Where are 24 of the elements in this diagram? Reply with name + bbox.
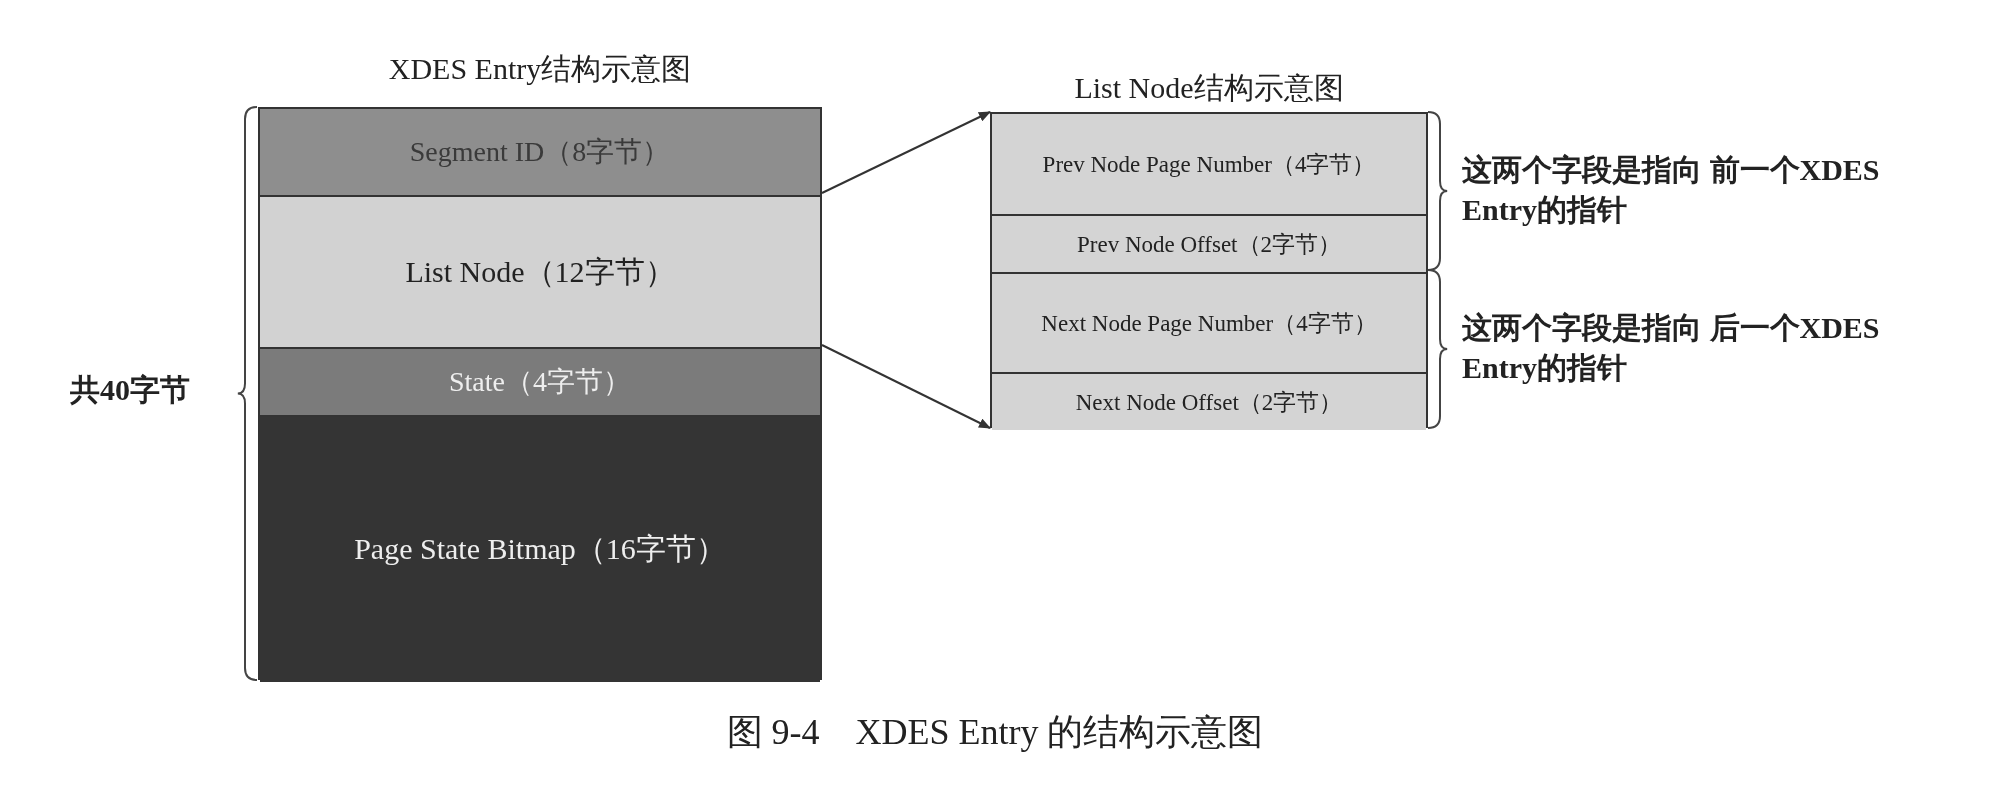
arrow bbox=[821, 344, 991, 429]
field-row bbox=[992, 272, 1426, 372]
field-label: Prev Node Offset（2字节） bbox=[1076, 230, 1341, 259]
field-label: Next Node Page Number（4字节） bbox=[1041, 309, 1377, 338]
annotation-text: 这两个字段是指向 前一个XDES Entry的指针 bbox=[1462, 152, 1881, 228]
annotation-text: 这两个字段是指向 后一个XDES Entry的指针 bbox=[1462, 310, 1881, 386]
field-row bbox=[260, 415, 820, 682]
field-row bbox=[992, 372, 1426, 430]
field-row bbox=[260, 347, 820, 415]
figure-caption: 图 9-4 XDES Entry 的结构示意图 bbox=[725, 711, 1265, 754]
arrow bbox=[821, 111, 991, 194]
field-row bbox=[992, 114, 1426, 214]
structure-heading: XDES Entry结构示意图 bbox=[387, 51, 693, 87]
structure-heading: List Node结构示意图 bbox=[1073, 70, 1345, 106]
field-row bbox=[260, 109, 820, 195]
field-label: State（4字节） bbox=[449, 365, 631, 399]
field-row bbox=[260, 195, 820, 347]
field-label: Next Node Offset（2字节） bbox=[1075, 388, 1343, 417]
annotation-text: 共40字节 bbox=[70, 372, 190, 408]
field-label: List Node（12字节） bbox=[405, 253, 675, 290]
field-label: Segment ID（8字节） bbox=[409, 135, 671, 169]
field-row bbox=[992, 214, 1426, 272]
field-label: Prev Node Page Number（4字节） bbox=[1042, 150, 1376, 179]
field-label: Page State Bitmap（16字节） bbox=[354, 531, 726, 567]
